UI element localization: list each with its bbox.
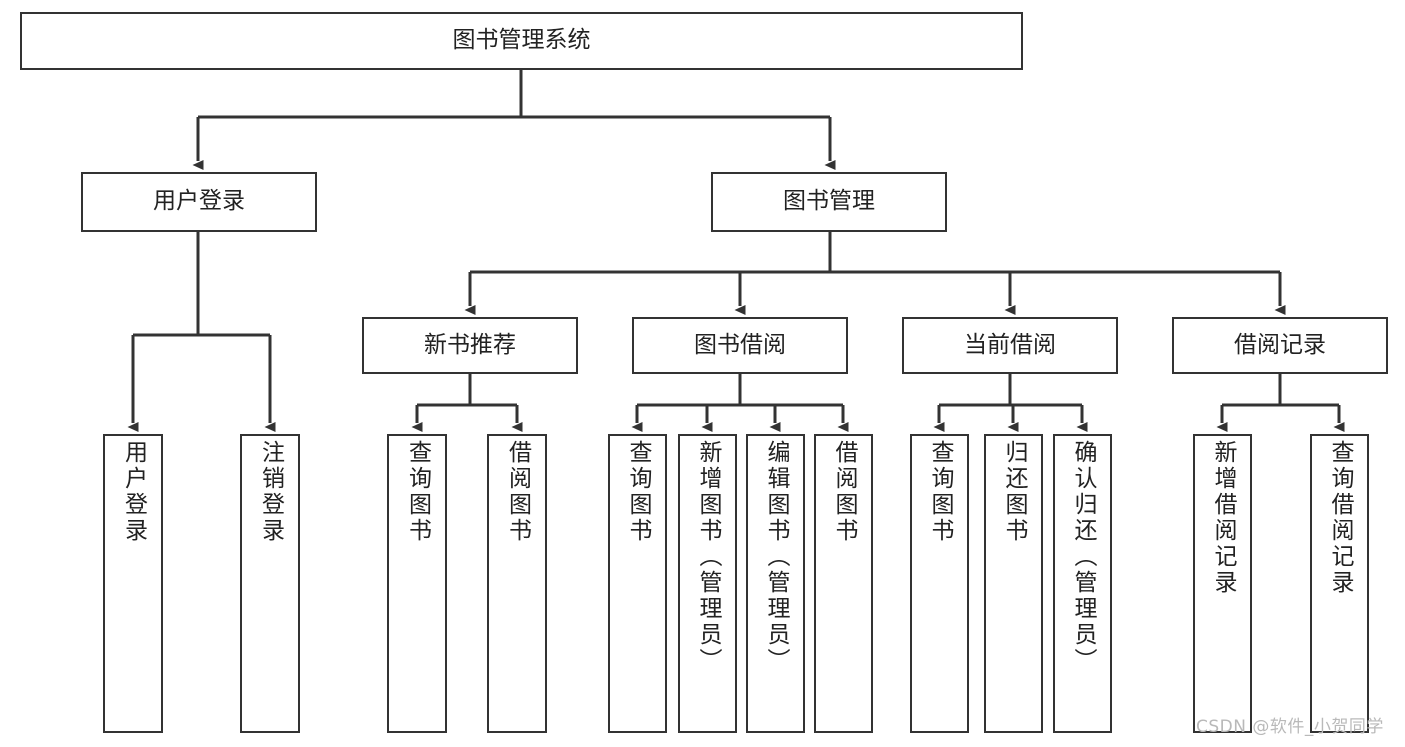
node-label: 确认归还（管理员） — [1070, 440, 1096, 674]
node-leaf-borrow-book[interactable]: 借阅图书 — [814, 434, 873, 733]
node-label: 查询借阅记录 — [1327, 440, 1353, 596]
node-book-management[interactable]: 图书管理 — [711, 172, 947, 232]
node-leaf-query-books-borrow[interactable]: 查询图书 — [608, 434, 667, 733]
node-leaf-return-book[interactable]: 归还图书 — [984, 434, 1043, 733]
node-label: 查询图书 — [927, 440, 953, 544]
node-label: 新书推荐 — [424, 331, 516, 358]
node-leaf-query-books-recommend[interactable]: 查询图书 — [387, 434, 447, 733]
node-label: 查询图书 — [625, 440, 651, 544]
node-leaf-borrow-books-recommend[interactable]: 借阅图书 — [487, 434, 547, 733]
node-label: 借阅图书 — [831, 440, 857, 544]
node-label: 图书管理系统 — [452, 27, 591, 54]
node-label: 用户登录 — [120, 440, 147, 544]
node-label: 用户登录 — [153, 188, 245, 215]
node-label: 查询图书 — [404, 440, 431, 544]
node-leaf-query-books-current[interactable]: 查询图书 — [910, 434, 969, 733]
node-user-login[interactable]: 用户登录 — [81, 172, 317, 232]
csdn-watermark: CSDN @软件_小贺同学 — [1196, 717, 1384, 737]
node-leaf-confirm-return-admin[interactable]: 确认归还（管理员） — [1053, 434, 1112, 733]
node-leaf-add-book-admin[interactable]: 新增图书（管理员） — [678, 434, 737, 733]
node-borrow-records[interactable]: 借阅记录 — [1172, 317, 1388, 374]
node-label: 图书借阅 — [694, 331, 786, 358]
node-label: 新增图书（管理员） — [695, 440, 721, 674]
node-label: 借阅记录 — [1234, 331, 1326, 358]
node-leaf-add-borrow-record[interactable]: 新增借阅记录 — [1193, 434, 1252, 733]
node-label: 注销登录 — [257, 440, 284, 544]
node-label: 编辑图书（管理员） — [763, 440, 789, 674]
node-root[interactable]: 图书管理系统 — [20, 12, 1023, 70]
node-leaf-user-login[interactable]: 用户登录 — [103, 434, 163, 733]
node-leaf-logout-login[interactable]: 注销登录 — [240, 434, 300, 733]
node-leaf-edit-book-admin[interactable]: 编辑图书（管理员） — [746, 434, 805, 733]
node-current-borrow[interactable]: 当前借阅 — [902, 317, 1118, 374]
node-new-book-recommend[interactable]: 新书推荐 — [362, 317, 578, 374]
node-book-borrow[interactable]: 图书借阅 — [632, 317, 848, 374]
node-label: 当前借阅 — [964, 331, 1056, 358]
node-label: 新增借阅记录 — [1210, 440, 1236, 596]
node-leaf-query-borrow-record[interactable]: 查询借阅记录 — [1310, 434, 1369, 733]
node-label: 归还图书 — [1001, 440, 1027, 544]
node-label: 图书管理 — [783, 188, 875, 215]
node-label: 借阅图书 — [504, 440, 531, 544]
